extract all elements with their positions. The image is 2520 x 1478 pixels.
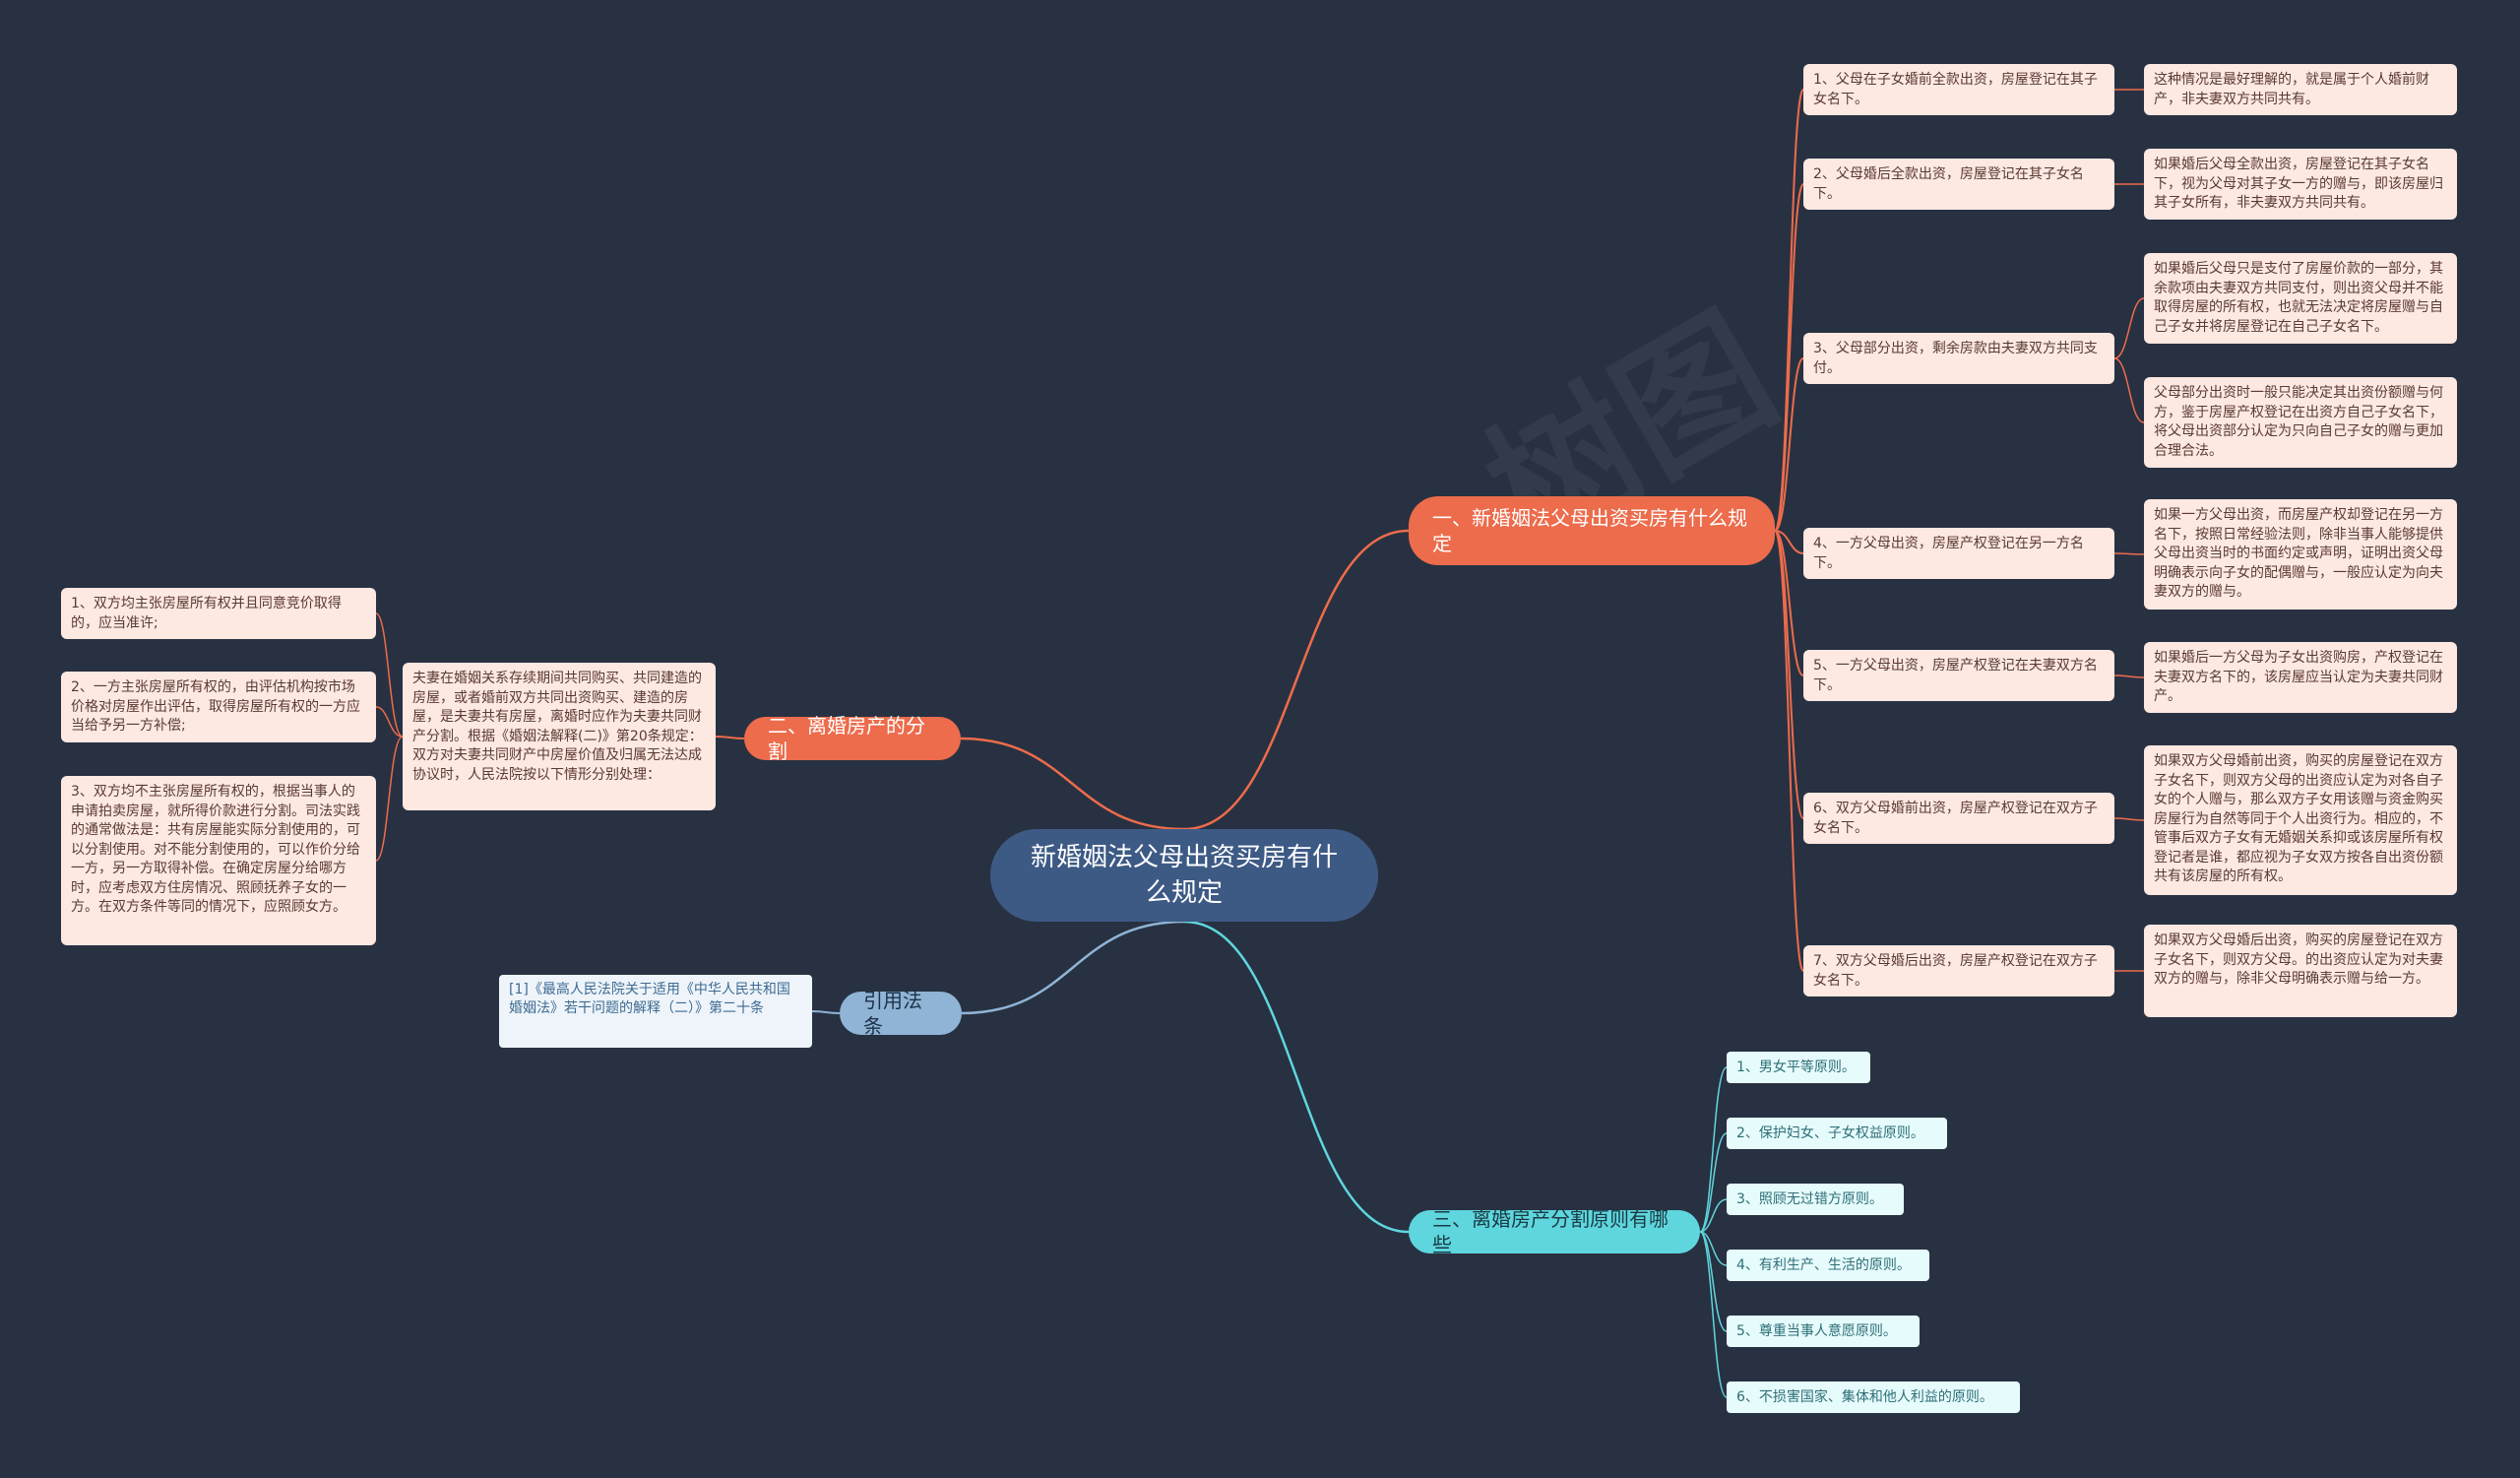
funding-detail-text: 父母部分出资时一般只能决定其出资份额赠与何方，鉴于房屋产权登记在出资方自己子女名… <box>2154 385 2443 459</box>
funding-case-text: 7、双方父母婚后出资，房屋产权登记在双方子女名下。 <box>1813 953 2098 989</box>
funding-detail-7[interactable]: 如果双方父母婚后出资，购买的房屋登记在双方子女名下，则双方父母。的出资应认定为对… <box>2144 925 2457 1017</box>
funding-case-text: 2、父母婚后全款出资，房屋登记在其子女名下。 <box>1813 166 2084 202</box>
funding-detail-2[interactable]: 如果婚后父母全款出资，房屋登记在其子女名下，视为父母对其子女一方的赠与，即该房屋… <box>2144 149 2457 220</box>
principle-4[interactable]: 4、有利生产、生活的原则。 <box>1727 1250 1929 1281</box>
funding-detail-4[interactable]: 如果一方父母出资，而房屋产权却登记在另一方名下，按照日常经验法则，除非当事人能够… <box>2144 499 2457 610</box>
link-root-b2 <box>960 737 1185 831</box>
principle-6[interactable]: 6、不损害国家、集体和他人利益的原则。 <box>1727 1382 2020 1413</box>
link-b1-item-7 <box>1774 530 1804 972</box>
link-b1-item-1 <box>1774 89 1804 532</box>
branch-label: 二、离婚房产的分割 <box>768 714 925 763</box>
link-item-detail-6 <box>2113 817 2145 821</box>
funding-case-text: 4、一方父母出资，房屋产权登记在另一方名下。 <box>1813 536 2084 571</box>
root-topic[interactable]: 新婚姻法父母出资买房有什么规定 <box>990 829 1378 922</box>
funding-case-4[interactable]: 4、一方父母出资，房屋产权登记在另一方名下。 <box>1803 528 2114 579</box>
division-rule-3[interactable]: 3、双方均不主张房屋所有权的，根据当事人的申请拍卖房屋，就所得价款进行分割。司法… <box>61 776 376 945</box>
funding-detail-text: 如果双方父母婚后出资，购买的房屋登记在双方子女名下，则双方父母。的出资应认定为对… <box>2154 932 2443 987</box>
principle-text: 6、不损害国家、集体和他人利益的原则。 <box>1736 1389 1993 1405</box>
branch-parent-funding[interactable]: 一、新婚姻法父母出资买房有什么规定 <box>1409 496 1775 565</box>
funding-detail-text: 如果婚后父母只是支付了房屋价款的一部分，其余款项由夫妻双方共同支付，则出资父母并… <box>2154 261 2443 335</box>
link-b1-item-6 <box>1774 530 1804 819</box>
principle-text: 1、男女平等原则。 <box>1736 1060 1856 1075</box>
principle-5[interactable]: 5、尊重当事人意愿原则。 <box>1727 1316 1920 1347</box>
link-b4-principle-3 <box>1699 1198 1728 1233</box>
funding-detail-text: 如果婚后父母全款出资，房屋登记在其子女名下，视为父母对其子女一方的赠与，即该房屋… <box>2154 157 2443 211</box>
link-summary-rule-3 <box>375 736 404 862</box>
principle-1[interactable]: 1、男女平等原则。 <box>1727 1052 1870 1083</box>
root-topic-label: 新婚姻法父母出资买房有什么规定 <box>1030 843 1338 908</box>
link-b4-principle-2 <box>1699 1132 1728 1233</box>
funding-case-5[interactable]: 5、一方父母出资，房屋产权登记在夫妻双方名下。 <box>1803 650 2114 701</box>
division-summary-text: 夫妻在婚姻关系存续期间共同购买、共同建造的房屋，或者婚前双方共同出资购买、建造的… <box>412 671 703 783</box>
funding-detail-text: 如果双方父母婚前出资，购买的房屋登记在双方子女名下，则双方父母的出资应认定为对各… <box>2154 753 2443 884</box>
funding-detail-3a[interactable]: 如果婚后父母只是支付了房屋价款的一部分，其余款项由夫妻双方共同支付，则出资父母并… <box>2144 253 2457 344</box>
funding-detail-1[interactable]: 这种情况是最好理解的，就是属于个人婚前财产，非夫妻双方共同共有。 <box>2144 64 2457 115</box>
branch-division-principles[interactable]: 三、离婚房产分割原则有哪些 <box>1409 1207 1700 1256</box>
funding-detail-6[interactable]: 如果双方父母婚前出资，购买的房屋登记在双方子女名下，则双方父母的出资应认定为对各… <box>2144 745 2457 895</box>
funding-detail-text: 如果一方父母出资，而房屋产权却登记在另一方名下，按照日常经验法则，除非当事人能够… <box>2154 507 2443 600</box>
citation-text: [1]《最高人民法院关于适用《中华人民共和国婚姻法》若干问题的解释（二）》第二十… <box>509 982 790 1016</box>
branch-property-division[interactable]: 二、离婚房产的分割 <box>744 714 961 763</box>
link-b4-principle-1 <box>1699 1066 1728 1233</box>
link-root-b4 <box>1183 920 1410 1234</box>
link-b1-item-2 <box>1774 183 1804 532</box>
funding-case-6[interactable]: 6、双方父母婚前出资，房屋产权登记在双方子女名下。 <box>1803 793 2114 844</box>
division-rule-text: 2、一方主张房屋所有权的，由评估机构按市场价格对房屋作出评估，取得房屋所有权的一… <box>71 679 360 734</box>
funding-case-1[interactable]: 1、父母在子女婚前全款出资，房屋登记在其子女名下。 <box>1803 64 2114 115</box>
funding-detail-5[interactable]: 如果婚后一方父母为子女出资购房，产权登记在夫妻双方名下的，该房屋应当认定为夫妻共… <box>2144 642 2457 713</box>
link-b2-summary <box>715 736 745 739</box>
link-b4-principle-6 <box>1699 1231 1728 1398</box>
link-root-b3 <box>961 920 1185 1015</box>
principle-2[interactable]: 2、保护妇女、子女权益原则。 <box>1727 1118 1947 1149</box>
link-b1-item-4 <box>1774 530 1804 554</box>
funding-case-text: 6、双方父母婚前出资，房屋产权登记在双方子女名下。 <box>1813 801 2098 836</box>
link-root-b1 <box>1183 529 1410 831</box>
link-summary-rule-1 <box>375 612 404 738</box>
branch-label: 三、离婚房产分割原则有哪些 <box>1432 1207 1669 1256</box>
link-item-detail-5 <box>2113 675 2145 678</box>
principle-3[interactable]: 3、照顾无过错方原则。 <box>1727 1184 1904 1215</box>
funding-case-text: 5、一方父母出资，房屋产权登记在夫妻双方名下。 <box>1813 658 2098 693</box>
link-b1-item-3 <box>1774 357 1804 532</box>
link-b3-citation <box>811 1010 841 1014</box>
funding-case-2[interactable]: 2、父母婚后全款出资，房屋登记在其子女名下。 <box>1803 159 2114 210</box>
division-rule-text: 3、双方均不主张房屋所有权的，根据当事人的申请拍卖房屋，就所得价款进行分割。司法… <box>71 784 360 915</box>
funding-case-text: 3、父母部分出资，剩余房款由夫妻双方共同支付。 <box>1813 341 2098 376</box>
link-summary-rule-2 <box>375 706 404 738</box>
division-rule-text: 1、双方均主张房屋所有权并且同意竞价取得的，应当准许; <box>71 596 342 631</box>
link-item-detail-4 <box>2113 552 2145 555</box>
link-item-detail-3 <box>2113 357 2145 423</box>
funding-case-text: 1、父母在子女婚前全款出资，房屋登记在其子女名下。 <box>1813 72 2098 107</box>
link-item-detail-3 <box>2113 297 2145 359</box>
funding-detail-text: 如果婚后一方父母为子女出资购房，产权登记在夫妻双方名下的，该房屋应当认定为夫妻共… <box>2154 650 2443 704</box>
branch-label: 一、新婚姻法父母出资买房有什么规定 <box>1432 506 1747 555</box>
principle-text: 4、有利生产、生活的原则。 <box>1736 1257 1911 1273</box>
division-summary[interactable]: 夫妻在婚姻关系存续期间共同购买、共同建造的房屋，或者婚前双方共同出资购买、建造的… <box>403 663 716 810</box>
principle-text: 2、保护妇女、子女权益原则。 <box>1736 1125 1924 1141</box>
branch-label: 引用法条 <box>863 989 922 1038</box>
principle-text: 3、照顾无过错方原则。 <box>1736 1191 1883 1207</box>
division-rule-1[interactable]: 1、双方均主张房屋所有权并且同意竞价取得的，应当准许; <box>61 588 376 639</box>
citation-box[interactable]: [1]《最高人民法院关于适用《中华人民共和国婚姻法》若干问题的解释（二）》第二十… <box>499 975 812 1048</box>
funding-case-7[interactable]: 7、双方父母婚后出资，房屋产权登记在双方子女名下。 <box>1803 945 2114 996</box>
funding-case-3[interactable]: 3、父母部分出资，剩余房款由夫妻双方共同支付。 <box>1803 333 2114 384</box>
funding-detail-text: 这种情况是最好理解的，就是属于个人婚前财产，非夫妻双方共同共有。 <box>2154 72 2429 107</box>
division-rule-2[interactable]: 2、一方主张房屋所有权的，由评估机构按市场价格对房屋作出评估，取得房屋所有权的一… <box>61 672 376 742</box>
link-b1-item-5 <box>1774 530 1804 676</box>
funding-detail-3b[interactable]: 父母部分出资时一般只能决定其出资份额赠与何方，鉴于房屋产权登记在出资方自己子女名… <box>2144 377 2457 468</box>
branch-citation[interactable]: 引用法条 <box>840 989 962 1038</box>
principle-text: 5、尊重当事人意愿原则。 <box>1736 1323 1897 1339</box>
